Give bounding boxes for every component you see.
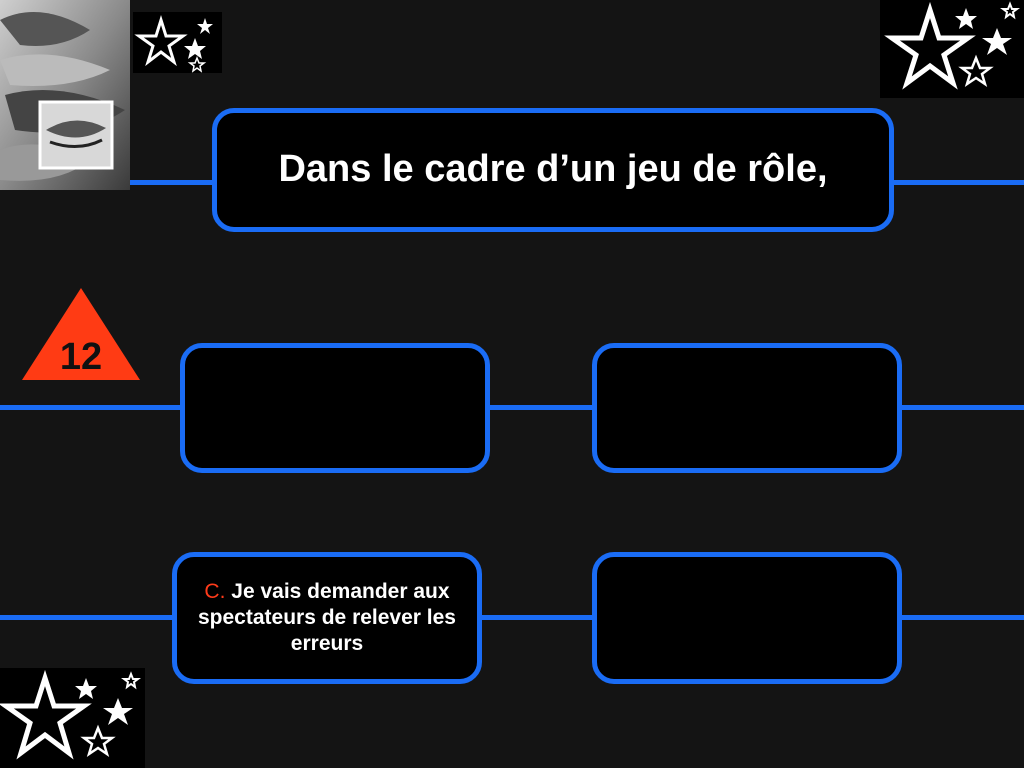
question-line-left bbox=[130, 180, 216, 185]
question-box: Dans le cadre d’un jeu de rôle, bbox=[212, 108, 894, 232]
answer-b-button[interactable] bbox=[592, 343, 902, 473]
answer-c-letter: C. bbox=[204, 579, 226, 603]
stars-icon bbox=[0, 668, 145, 768]
answer-row1-line-right bbox=[898, 405, 1024, 410]
answer-a-button[interactable] bbox=[180, 343, 490, 473]
answer-row1-line-left bbox=[0, 405, 184, 410]
stars-icon bbox=[880, 0, 1024, 98]
level-number: 12 bbox=[59, 336, 103, 378]
question-line-right bbox=[890, 180, 1024, 185]
face-collage-image bbox=[0, 0, 130, 190]
level-indicator: 12 bbox=[22, 288, 140, 380]
stars-icon bbox=[133, 12, 222, 73]
answer-row2-line-right bbox=[898, 615, 1024, 620]
answer-c-text: C. Je vais demander aux spectateurs de r… bbox=[177, 579, 477, 658]
level-triangle-icon bbox=[22, 288, 140, 380]
answer-row1-line-mid bbox=[486, 405, 596, 410]
question-text: Dans le cadre d’un jeu de rôle, bbox=[278, 148, 828, 191]
answer-c-button[interactable]: C. Je vais demander aux spectateurs de r… bbox=[172, 552, 482, 684]
answer-row2-line-left bbox=[0, 615, 176, 620]
answer-c-label: Je vais demander aux spectateurs de rele… bbox=[198, 579, 456, 656]
answer-d-button[interactable] bbox=[592, 552, 902, 684]
answer-row2-line-mid bbox=[478, 615, 596, 620]
